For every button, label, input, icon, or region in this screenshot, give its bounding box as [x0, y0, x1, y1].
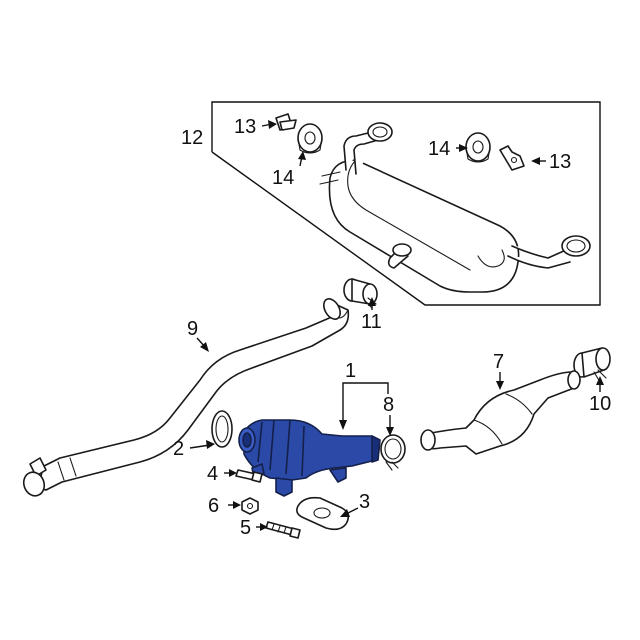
callout-14-right: 14 [428, 138, 450, 160]
callout-6: 6 [208, 495, 219, 517]
nut-6 [241, 497, 259, 515]
inset-frame [211, 101, 601, 306]
exhaust-pipe [22, 298, 350, 497]
stud-5 [265, 521, 301, 539]
callout-9: 9 [187, 318, 198, 340]
callout-12: 12 [181, 127, 203, 149]
callout-labels: 1 2 3 4 5 6 7 8 9 10 11 12 13 13 14 14 [173, 116, 611, 539]
clamp-10 [573, 347, 611, 383]
muffler-inset [211, 101, 601, 306]
callout-3: 3 [359, 491, 370, 513]
callout-2: 2 [173, 438, 184, 460]
clamp-8 [380, 434, 406, 471]
callout-14-left: 14 [272, 167, 294, 189]
hanger-bracket-right [499, 145, 525, 171]
callout-4: 4 [207, 463, 218, 485]
bolt-4 [235, 469, 263, 483]
callout-13-left: 13 [234, 116, 256, 138]
insulator-left [297, 123, 323, 154]
callout-10: 10 [589, 393, 611, 415]
insulator-right [465, 132, 491, 163]
callout-13-right: 13 [549, 151, 571, 173]
hanger-bracket-left [275, 113, 297, 131]
leader-lines [189, 120, 604, 531]
callout-8: 8 [383, 394, 394, 416]
gasket-3 [296, 496, 350, 531]
callout-1: 1 [345, 360, 356, 382]
callout-7: 7 [493, 351, 504, 373]
catalytic-converter [420, 370, 581, 455]
gasket-2 [211, 410, 233, 448]
front-pipe-assembly [238, 419, 381, 497]
callout-11: 11 [361, 311, 382, 333]
muffler [319, 122, 591, 293]
callout-5: 5 [240, 517, 251, 539]
